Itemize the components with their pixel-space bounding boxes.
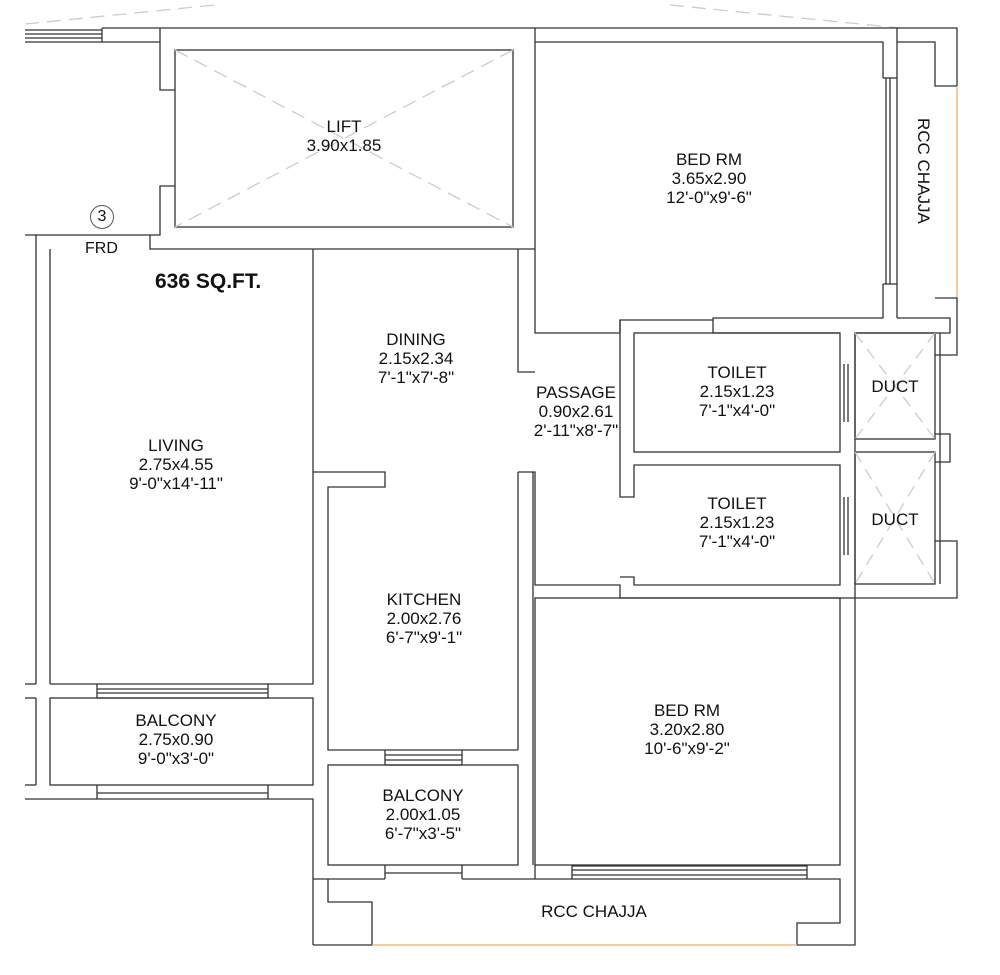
room-name: BALCONY [135,711,217,730]
room-metric: 3.65x2.90 [671,169,747,188]
room-name: LIFT [326,117,362,136]
room-name: TOILET [707,363,767,382]
room-kitchen: KITCHEN 2.00x2.76 6'-7"x9'-1" [386,590,462,647]
room-imperial: 9'-0"x14'-11" [129,474,223,493]
room-name: RCC CHAJJA [541,902,647,921]
room-name: BALCONY [382,786,464,805]
room-name: PASSAGE [536,383,616,402]
room-metric: 0.90x2.61 [538,402,614,421]
room-name: BED RM [653,701,721,720]
total-area: 636 SQ.FT. [155,270,262,293]
room-name: LIVING [148,436,204,455]
room-imperial: 6'-7"x9'-1" [385,628,463,647]
room-imperial: 7'-1"x4'-0" [698,532,776,551]
room-name: KITCHEN [386,590,462,609]
room-metric: 2.00x2.76 [386,609,462,628]
room-metric: 2.00x1.05 [385,805,461,824]
room-metric: 3.20x2.80 [649,720,725,739]
room-imperial: 7'-1"x4'-0" [698,401,776,420]
room-imperial: 10'-6"x9'-2" [644,739,730,758]
room-passage: PASSAGE 0.90x2.61 2'-11"x8'-7" [534,383,618,440]
room-imperial: 12'-0"x9'-6" [666,188,752,207]
rcc-chajja-right: RCC CHAJJA [914,118,933,224]
room-metric: 2.75x0.90 [138,730,214,749]
rcc-chajja-bottom: RCC CHAJJA [541,902,647,921]
room-metric: 2.15x2.34 [378,349,454,368]
room-living: LIVING 2.75x4.55 9'-0"x14'-11" [129,436,223,493]
room-imperial: 7'-1"x7'-8" [377,368,455,387]
room-metric: 2.15x1.23 [699,513,775,532]
room-name: TOILET [707,494,767,513]
room-imperial: 2'-11"x8'-7" [533,421,619,440]
room-imperial: 9'-0"x3'-0" [137,749,215,768]
room-bed2: BED RM 3.20x2.80 10'-6"x9'-2" [644,701,730,758]
room-dining: DINING 2.15x2.34 7'-1"x7'-8" [378,330,454,387]
room-duct2: DUCT [871,510,918,529]
room-balcony1: BALCONY 2.75x0.90 9'-0"x3'-0" [135,711,216,768]
room-name: DINING [386,330,446,349]
room-toilet2: TOILET 2.15x1.23 7'-1"x4'-0" [699,494,775,551]
room-bed1: BED RM 3.65x2.90 12'-0"x9'-6" [666,150,752,207]
room-metric: 2.75x4.55 [138,455,214,474]
room-name: BED RM [675,150,743,169]
room-imperial: 6'-7"x3'-5" [384,824,462,843]
marker-number: 3 [90,205,114,229]
marker-label: FRD [85,240,118,257]
room-name: DUCT [871,510,919,529]
room-name: DUCT [871,377,919,396]
room-balcony2: BALCONY 2.00x1.05 6'-7"x3'-5" [382,786,463,843]
room-toilet1: TOILET 2.15x1.23 7'-1"x4'-0" [699,363,775,420]
room-metric: 3.90x1.85 [306,136,382,155]
room-metric: 2.15x1.23 [699,382,775,401]
room-duct1: DUCT [871,377,918,396]
room-lift: LIFT 3.90x1.85 [307,117,382,155]
